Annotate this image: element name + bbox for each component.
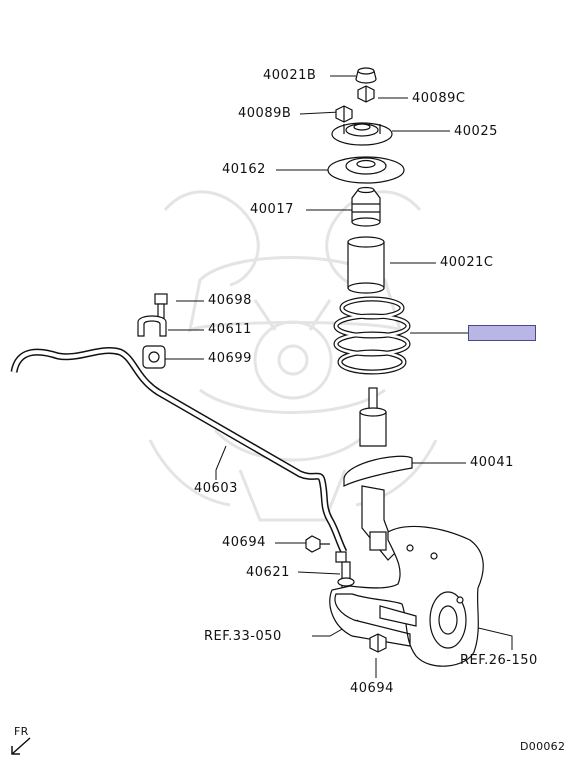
label-40017: 40017 — [250, 202, 294, 217]
diagram-code: D00062 — [520, 740, 566, 753]
part-40041-strut — [343, 387, 413, 561]
part-steering-knuckle — [329, 525, 484, 667]
part-40694-nut-lower — [369, 633, 387, 653]
label-40089b: 40089B — [238, 106, 292, 121]
highlight-marker — [468, 325, 536, 341]
label-40694-upper: 40694 — [222, 535, 266, 550]
part-40603-stabilizer-bar — [10, 347, 348, 554]
label-40699: 40699 — [208, 351, 252, 366]
label-40694-lower: 40694 — [350, 681, 394, 696]
part-40021b-cap — [355, 67, 377, 84]
part-40699-bushing — [142, 345, 166, 369]
label-40089c: 40089C — [412, 91, 466, 106]
label-ref-33-050: REF.33-050 — [204, 629, 282, 644]
label-40021b: 40021B — [263, 68, 317, 83]
part-40089b-nut — [335, 105, 353, 123]
label-40041: 40041 — [470, 455, 514, 470]
label-40611: 40611 — [208, 322, 252, 337]
part-40698-bolt — [154, 293, 168, 319]
label-ref-26-150: REF.26-150 — [460, 653, 538, 668]
front-direction-arrow-icon — [11, 737, 31, 755]
part-40021c-dust-boot — [347, 236, 385, 294]
part-40162-spring-seat — [327, 156, 405, 184]
part-40621-stabilizer-link — [335, 551, 355, 589]
label-40621: 40621 — [246, 565, 290, 580]
part-40694-nut-upper — [305, 535, 330, 553]
label-40603: 40603 — [194, 481, 238, 496]
part-40089c-nut — [357, 85, 375, 103]
front-direction-label: FR — [14, 725, 29, 738]
label-40025: 40025 — [454, 124, 498, 139]
part-40025-strut-mount — [331, 122, 393, 146]
label-40021c: 40021C — [440, 255, 494, 270]
label-40698: 40698 — [208, 293, 252, 308]
label-40162: 40162 — [222, 162, 266, 177]
part-40611-bracket — [137, 315, 167, 337]
part-40017-bump-stop — [351, 186, 381, 227]
